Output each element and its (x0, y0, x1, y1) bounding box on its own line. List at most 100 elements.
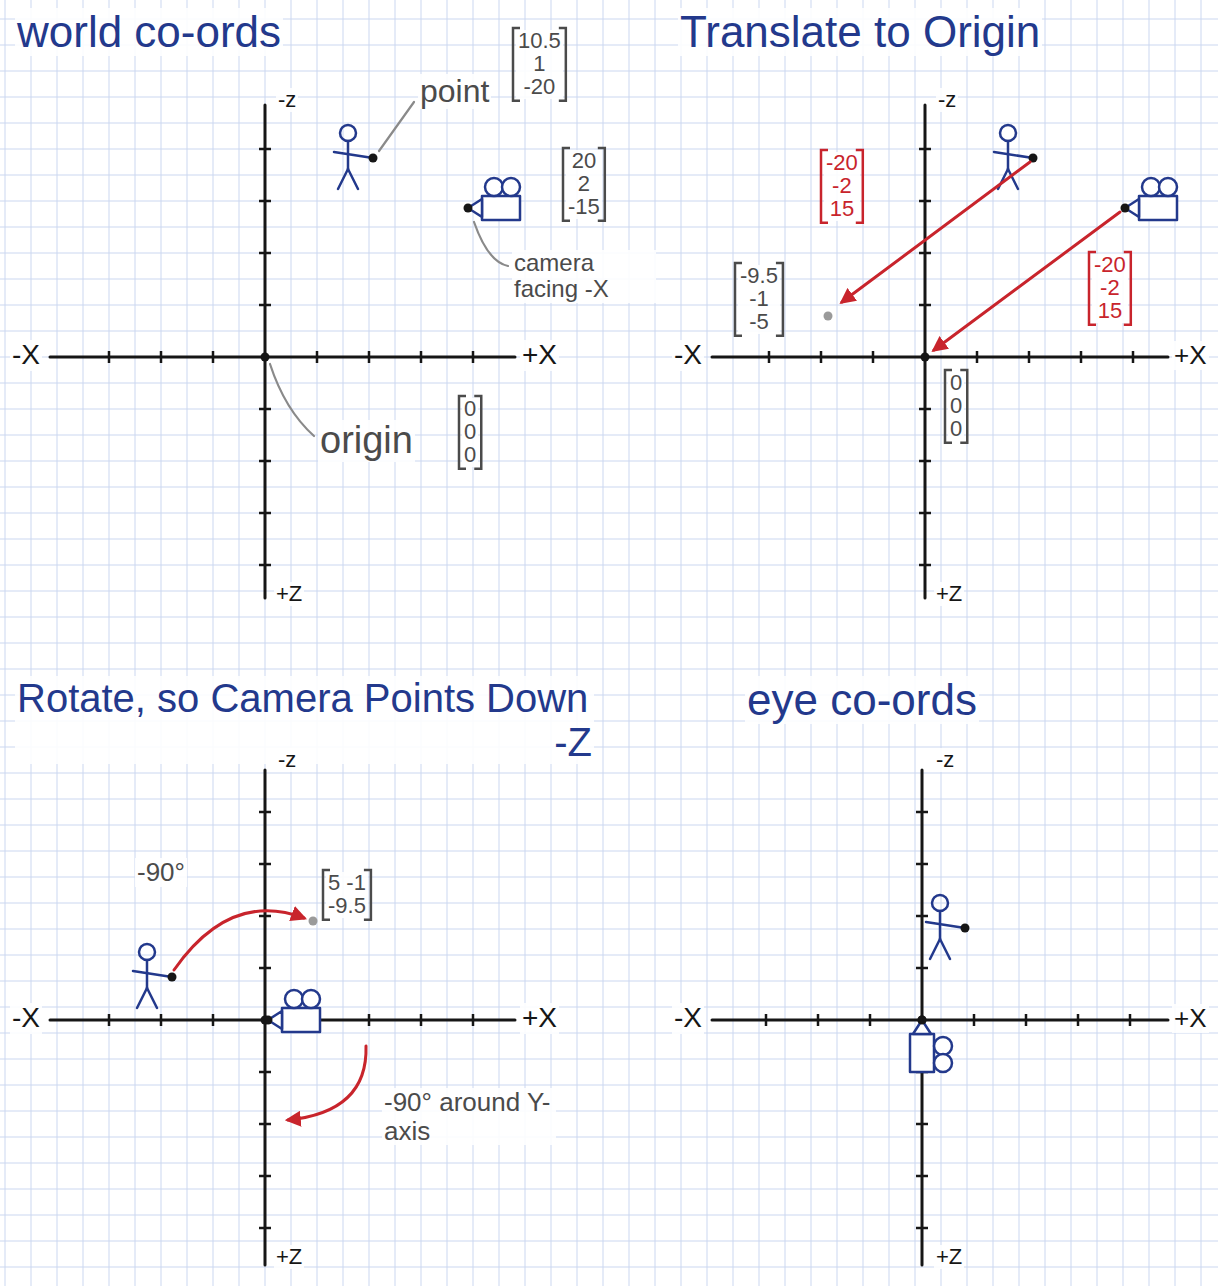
tick (916, 915, 928, 918)
axis-label: -X (10, 340, 42, 371)
tick (973, 1014, 976, 1026)
axis-label: +X (1172, 341, 1209, 370)
callout-text: camera facing -X (512, 250, 656, 303)
tick (420, 351, 423, 363)
figure-head (139, 944, 155, 960)
figure-leg (348, 169, 358, 189)
point-dot (369, 154, 378, 163)
figure-head (932, 895, 948, 911)
grid-line (0, 149, 1218, 150)
point-dot (824, 312, 833, 321)
tick (916, 863, 928, 866)
tick (916, 1123, 928, 1126)
camera-icon (910, 1016, 952, 1073)
axis-label: -z (934, 748, 956, 772)
camera-dot (264, 1016, 273, 1025)
tick (259, 1071, 271, 1074)
red-arrow (288, 1046, 366, 1120)
tick (259, 460, 271, 463)
vector-brackets (323, 28, 1131, 920)
grid-line (0, 591, 1218, 592)
axis-label: +X (520, 340, 559, 371)
vector-label: 20 2 -15 (566, 150, 602, 219)
tick (259, 967, 271, 970)
axis-label: -z (276, 88, 298, 112)
point-dot (309, 917, 318, 926)
grid-line (0, 1215, 1218, 1216)
tick (872, 351, 875, 363)
x-axis (712, 1019, 1168, 1022)
axes (712, 105, 1168, 598)
grid-line (0, 799, 1218, 800)
grid-line (0, 1241, 1218, 1242)
figure-arm (334, 152, 373, 158)
axis-label: +Z (274, 1245, 304, 1269)
tick (212, 1014, 215, 1026)
z-axis (924, 105, 927, 598)
tick (919, 252, 931, 255)
figure-arm (926, 922, 965, 928)
grid-line (0, 903, 1218, 904)
grid-line (0, 851, 1218, 852)
tick (368, 1014, 371, 1026)
figure-leg (930, 939, 940, 959)
grid-line (0, 227, 1218, 228)
figure-leg (137, 988, 147, 1008)
tick (259, 252, 271, 255)
z-axis (264, 105, 267, 598)
vector-label: 0 0 0 (948, 372, 964, 441)
axis-label: +X (1172, 1004, 1209, 1033)
tick (259, 1227, 271, 1230)
figure-leg (147, 988, 157, 1008)
tick (1129, 1014, 1132, 1026)
grid-line (0, 643, 1218, 644)
tick (916, 967, 928, 970)
camera-dot (918, 1016, 927, 1025)
tick (472, 1014, 475, 1026)
grid-line (0, 71, 1218, 72)
grid-line (0, 357, 1218, 358)
camera-body (910, 1034, 934, 1072)
tick (212, 351, 215, 363)
camera-body (282, 1008, 320, 1032)
tick (817, 1014, 820, 1026)
tick (108, 1014, 111, 1026)
origin-dot (261, 353, 270, 362)
stick-figure (133, 944, 177, 1008)
tick (919, 408, 931, 411)
vector-label: -9.5 -1 -5 (738, 265, 780, 334)
tick (259, 304, 271, 307)
tick (919, 148, 931, 151)
grid-line (0, 201, 1218, 202)
callout-text: -90° (135, 858, 187, 887)
tick (976, 351, 979, 363)
tick (259, 811, 271, 814)
panel-title: eye co-ords (745, 676, 979, 724)
tick (916, 811, 928, 814)
grid-line (0, 669, 1218, 670)
grid-line (0, 1267, 1218, 1268)
tick (869, 1014, 872, 1026)
axis-label: +Z (274, 582, 304, 606)
stick-figure (926, 895, 970, 959)
axes (712, 770, 1168, 1265)
grid-line (0, 175, 1218, 176)
grid-line (0, 461, 1218, 462)
figure-head (1000, 125, 1016, 141)
camera-reel (285, 990, 303, 1008)
stick-figure (334, 125, 378, 189)
tick (259, 915, 271, 918)
axis-label: -z (276, 748, 298, 772)
grid-line (0, 1189, 1218, 1190)
figure-arm (994, 152, 1033, 158)
vector-label: -20 -2 15 (1092, 254, 1128, 323)
panel-title: Translate to Origin (678, 8, 1042, 56)
axis-label: -X (672, 340, 704, 371)
camera-icon (464, 178, 521, 220)
grid-line (0, 305, 1218, 306)
tick (1080, 351, 1083, 363)
camera-reel (934, 1037, 952, 1055)
camera-reel (485, 178, 503, 196)
